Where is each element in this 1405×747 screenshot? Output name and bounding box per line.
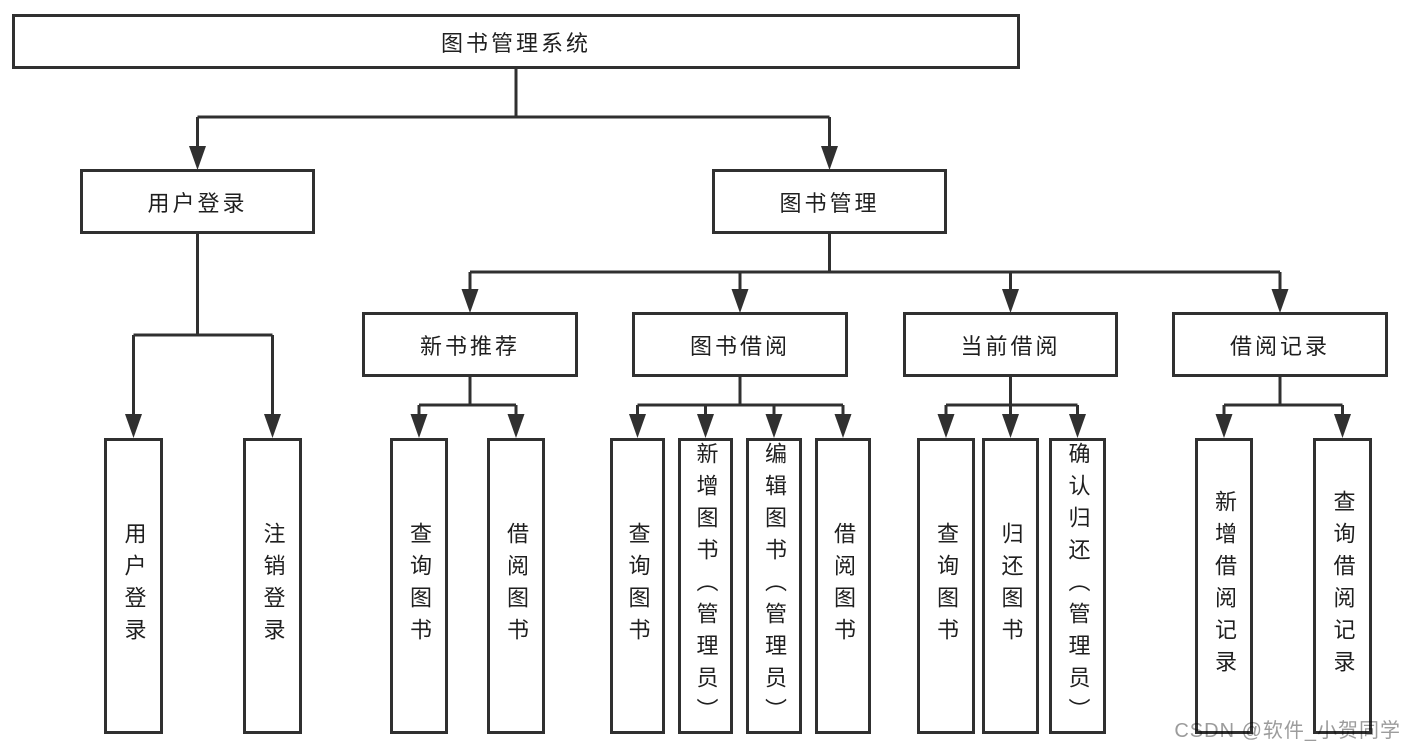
leaf-confirm-return-admin-label: 确认归还（管理员） [1065,442,1091,730]
node-book-management: 图书管理 [712,169,947,234]
watermark: CSDN @软件_小贺同学 [1174,720,1401,742]
connector-root-to-level1 [189,69,838,170]
leaf-return-books-label: 归还图书 [998,522,1024,650]
node-borrow-records: 借阅记录 [1172,312,1388,377]
leaf-query-books-recommend-label: 查询图书 [407,522,432,650]
leaf-query-borrow-record-label: 查询借阅记录 [1330,490,1356,682]
leaf-logout-login: 注销登录 [243,438,302,734]
leaf-query-books-recommend: 查询图书 [390,438,448,734]
connector-current-borrow-to-leaves [937,377,1086,438]
node-book-borrow: 图书借阅 [632,312,848,377]
node-new-book-recommend: 新书推荐 [362,312,578,377]
connector-borrow-records-to-leaves [1215,377,1351,438]
leaf-confirm-return-admin: 确认归还（管理员） [1049,438,1106,734]
node-root: 图书管理系统 [12,14,1020,69]
leaf-add-borrow-record: 新增借阅记录 [1195,438,1253,734]
connector-book-management-to-level2 [461,234,1289,313]
node-user-login: 用户登录 [80,169,315,234]
leaf-add-borrow-record-label: 新增借阅记录 [1212,490,1237,682]
leaf-edit-books-admin: 编辑图书（管理员） [746,438,802,734]
leaf-query-borrow-record: 查询借阅记录 [1313,438,1372,734]
leaf-borrow-books-borrow: 借阅图书 [815,438,871,734]
connector-user-login-to-leaves [125,234,281,438]
leaf-add-books-admin: 新增图书（管理员） [678,438,733,734]
leaf-query-books-current: 查询图书 [917,438,975,734]
leaf-query-books-current-label: 查询图书 [934,522,959,650]
leaf-user-login: 用户登录 [104,438,163,734]
leaf-user-login-label: 用户登录 [121,522,147,650]
connector-book-borrow-to-leaves [629,377,852,438]
node-current-borrow: 当前借阅 [903,312,1118,377]
leaf-borrow-books-borrow-label: 借阅图书 [831,522,856,650]
leaf-edit-books-admin-label: 编辑图书（管理员） [762,442,787,730]
leaf-query-books-borrow: 查询图书 [610,438,665,734]
connector-new-book-recommend-to-leaves [410,377,525,438]
leaf-logout-login-label: 注销登录 [260,522,286,650]
leaf-borrow-books-recommend-label: 借阅图书 [504,522,529,650]
leaf-add-books-admin-label: 新增图书（管理员） [693,442,719,730]
leaf-return-books: 归还图书 [982,438,1039,734]
leaf-query-books-borrow-label: 查询图书 [625,522,651,650]
leaf-borrow-books-recommend: 借阅图书 [487,438,545,734]
